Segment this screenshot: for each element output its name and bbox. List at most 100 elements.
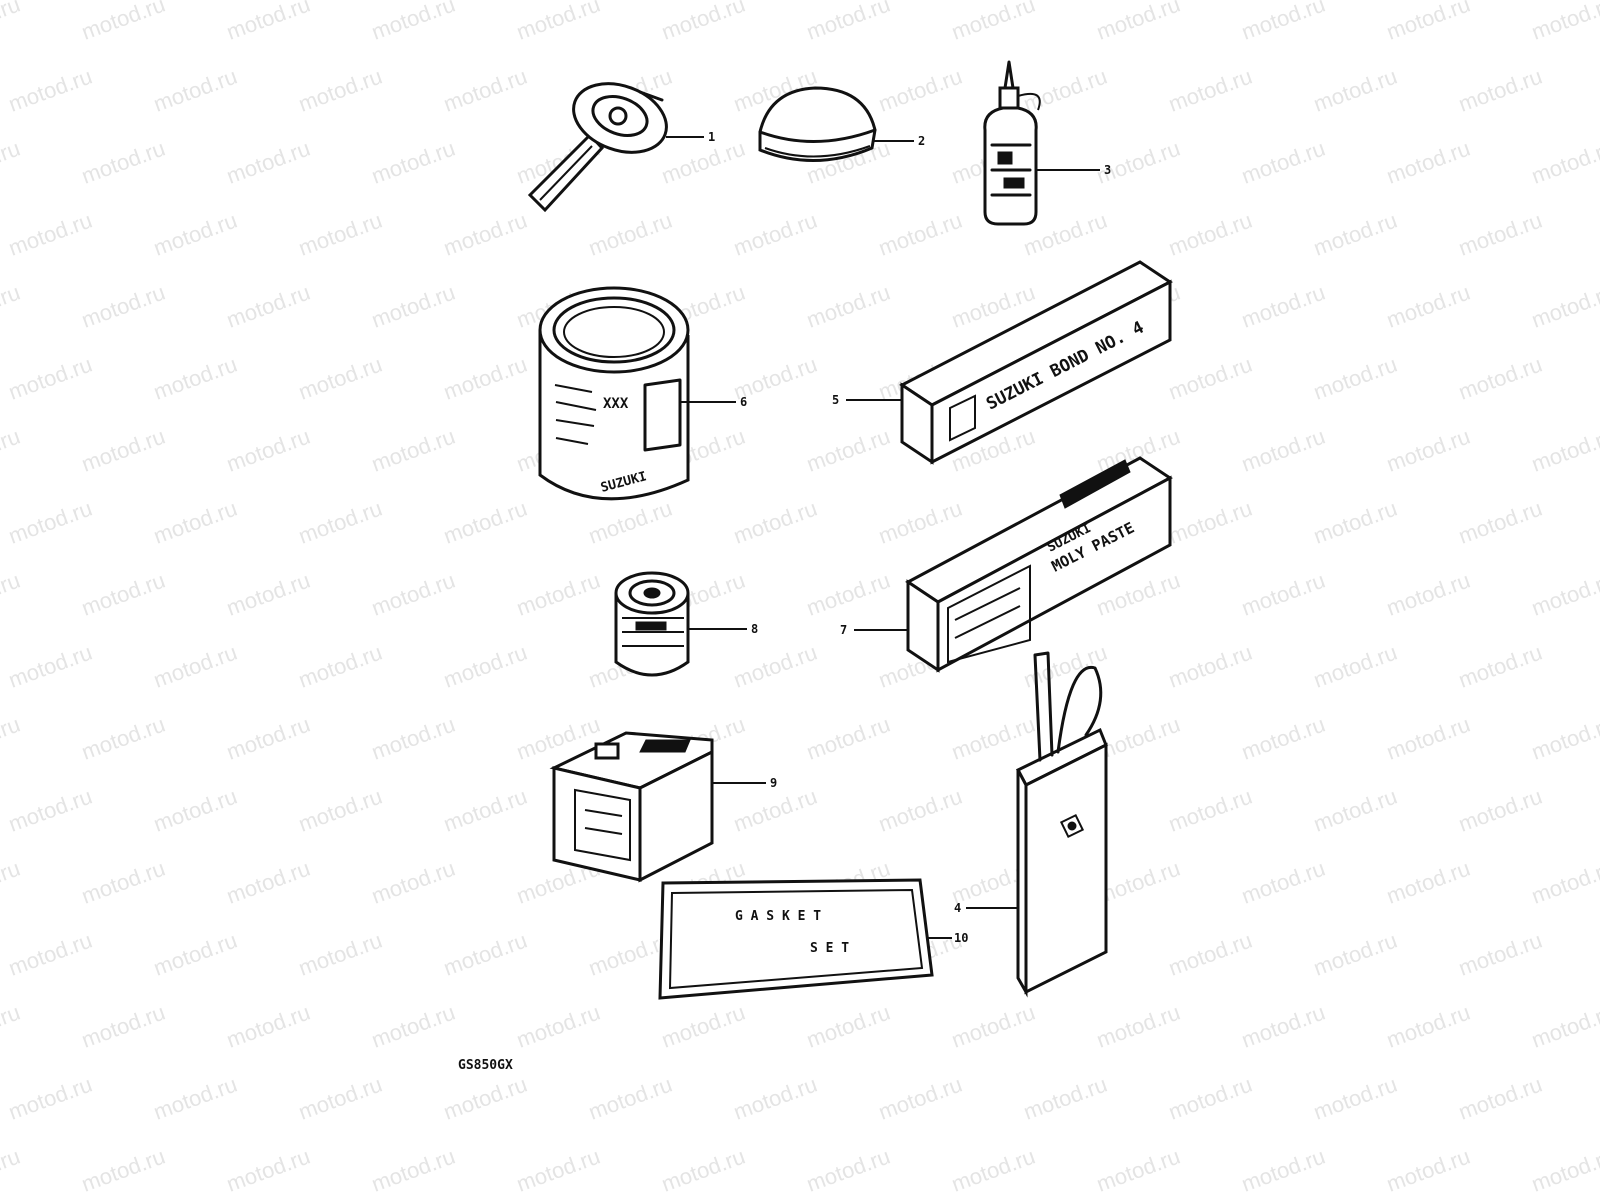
watermark-text: motod.ru [0,0,23,45]
gasket-set-illustration: G A S K E T S E T [658,878,934,1000]
svg-text:7: 7 [840,623,847,637]
watermark-text: motod.ru [440,784,530,837]
watermark-text: motod.ru [368,1144,458,1197]
callout-5: 5 [832,393,902,407]
diagram-code-label: GS850GX [458,1058,513,1073]
watermark-text: motod.ru [1020,640,1110,693]
key-illustration [527,82,668,213]
tool-bag-illustration [1015,651,1108,998]
watermark-text: motod.ru [0,1144,23,1197]
watermark-text: motod.ru [1528,0,1600,45]
gasket-word-2: S E T [810,941,849,956]
svg-text:4: 4 [954,901,961,915]
callout-1: 1 [666,130,715,144]
watermark-text: motod.ru [368,424,458,477]
watermark-text: motod.ru [1528,1000,1600,1053]
watermark-text: motod.ru [223,856,313,909]
watermark-text: motod.ru [730,640,820,693]
watermark-text: motod.ru [1165,352,1255,405]
watermark-text: motod.ru [5,928,95,981]
callout-7: 7 [840,623,908,637]
watermark-text: motod.ru [440,352,530,405]
watermark-text: motod.ru [730,208,820,261]
watermark-text: motod.ru [1528,712,1600,765]
small-tin-illustration [614,571,690,677]
watermark-text: motod.ru [1455,208,1545,261]
callout-2: 2 [873,134,925,148]
gasket-word-1: G A S K E T [735,909,821,924]
watermark-text: motod.ru [223,280,313,333]
watermark-text: motod.ru [0,568,23,621]
watermark-text: motod.ru [78,280,168,333]
watermark-text: motod.ru [368,280,458,333]
watermark-text: motod.ru [1238,568,1328,621]
watermark-text: motod.ru [1165,784,1255,837]
watermark-text: motod.ru [658,1144,748,1197]
watermark-text: motod.ru [440,1072,530,1125]
watermark-text: motod.ru [1238,0,1328,45]
watermark-text: motod.ru [78,424,168,477]
watermark-text: motod.ru [875,1072,965,1125]
watermark-text: motod.ru [1165,1072,1255,1125]
watermark-text: motod.ru [1238,280,1328,333]
paint-can-illustration: XXX SUZUKI [538,286,690,501]
watermark-text: motod.ru [875,496,965,549]
watermark-text: motod.ru [875,64,965,117]
watermark-text: motod.ru [875,208,965,261]
watermark-text: motod.ru [295,640,385,693]
watermark-text: motod.ru [1238,856,1328,909]
watermark-text: motod.ru [1020,64,1110,117]
svg-text:3: 3 [1104,163,1111,177]
watermark-text: motod.ru [5,496,95,549]
watermark-text: motod.ru [440,928,530,981]
watermark-text: motod.ru [440,64,530,117]
watermark-text: motod.ru [1528,568,1600,621]
watermark-text: motod.ru [223,568,313,621]
watermark-text: motod.ru [1310,928,1400,981]
watermark-text: motod.ru [78,1000,168,1053]
watermark-text: motod.ru [5,640,95,693]
watermark-text: motod.ru [513,568,603,621]
watermark-text: motod.ru [658,136,748,189]
svg-text:5: 5 [832,393,839,407]
watermark-text: motod.ru [0,856,23,909]
watermark-text: motod.ru [948,1000,1038,1053]
watermark-text: motod.ru [585,496,675,549]
watermark-text: motod.ru [150,1072,240,1125]
watermark-text: motod.ru [948,0,1038,45]
watermark-text: motod.ru [1383,568,1473,621]
watermark-text: motod.ru [803,0,893,45]
watermark-text: motod.ru [440,208,530,261]
watermark-text: motod.ru [1383,424,1473,477]
watermark-text: motod.ru [1310,496,1400,549]
watermark-text: motod.ru [223,136,313,189]
callout-6: 6 [680,395,747,409]
watermark-text: motod.ru [730,784,820,837]
watermark-text: motod.ru [1310,64,1400,117]
svg-text:2: 2 [918,134,925,148]
watermark-text: motod.ru [1383,280,1473,333]
watermark-text: motod.ru [0,136,23,189]
watermark-text: motod.ru [1528,280,1600,333]
watermark-text: motod.ru [150,928,240,981]
watermark-text: motod.ru [78,0,168,45]
watermark-text: motod.ru [5,352,95,405]
watermark-text: motod.ru [440,640,530,693]
watermark-text: motod.ru [1238,424,1328,477]
watermark-text: motod.ru [1383,1144,1473,1197]
watermark-text: motod.ru [295,208,385,261]
watermark-text: motod.ru [295,64,385,117]
watermark-text: motod.ru [803,712,893,765]
watermark-text: motod.ru [1165,496,1255,549]
watermark-text: motod.ru [803,568,893,621]
watermark-text: motod.ru [223,1000,313,1053]
watermark-text: motod.ru [295,496,385,549]
watermark-text: motod.ru [1383,856,1473,909]
watermark-text: motod.ru [803,280,893,333]
watermark-text: motod.ru [513,1000,603,1053]
watermark-text: motod.ru [585,208,675,261]
callout-8: 8 [688,622,758,636]
watermark-text: motod.ru [1310,784,1400,837]
watermark-text: motod.ru [585,1072,675,1125]
watermark-text: motod.ru [803,1144,893,1197]
